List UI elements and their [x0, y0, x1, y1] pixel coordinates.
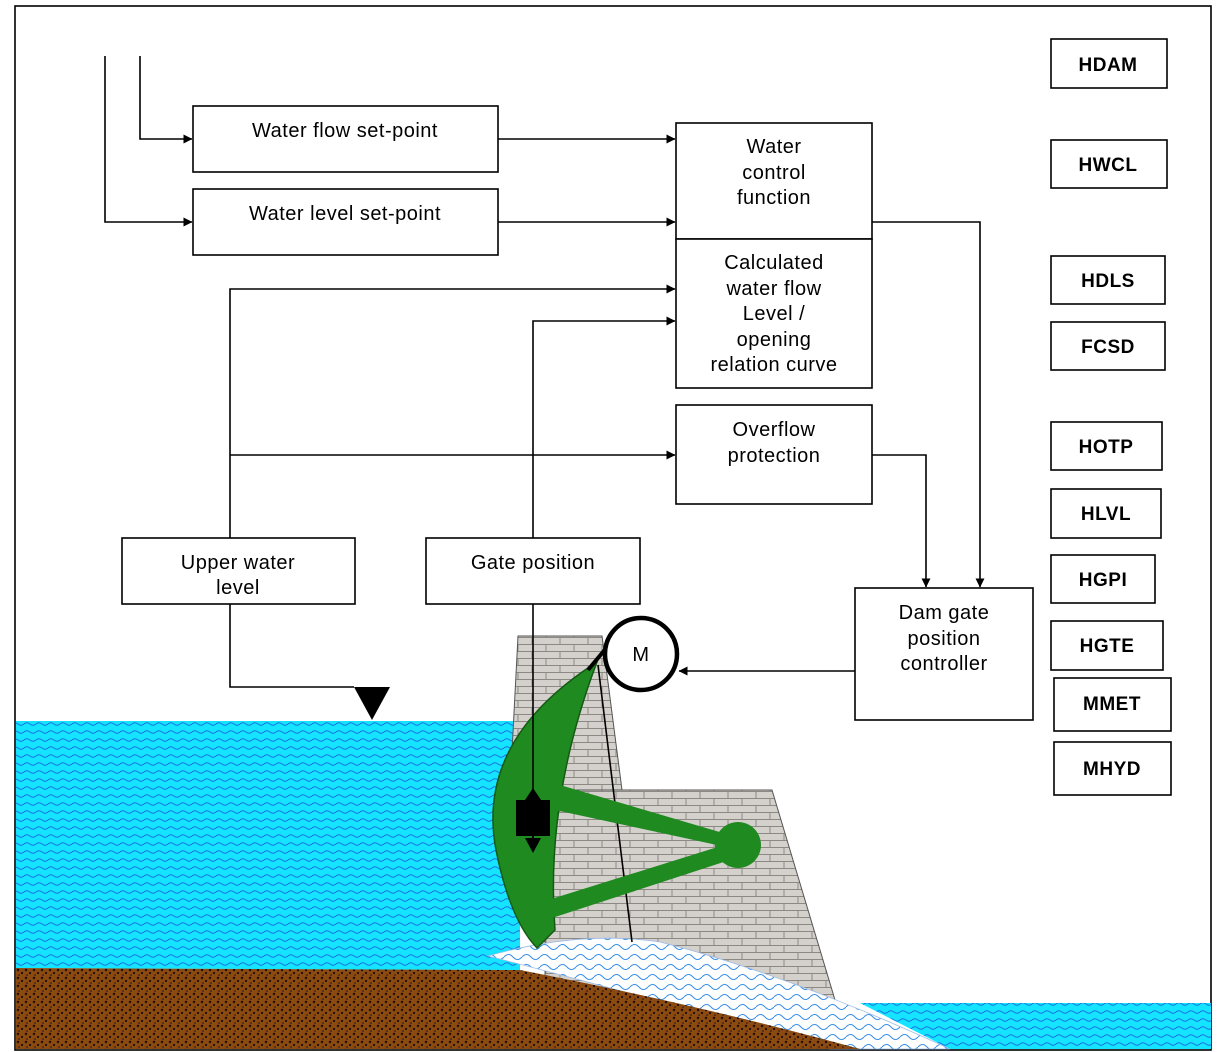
- motor: M: [586, 615, 680, 693]
- block-upper-water-level: Upper water level: [121, 537, 356, 605]
- overflow-protection-line-1: Overflow: [733, 419, 816, 441]
- signal-wires: [104, 56, 985, 688]
- downstream-water: [860, 1003, 1211, 1049]
- water-level-setpoint-label: Water level set-point: [249, 203, 441, 225]
- block-calculated-water-flow: Calculated water flow Level / opening re…: [675, 238, 873, 389]
- water-control-line-2: control: [742, 162, 806, 184]
- water-control-line-3: function: [737, 187, 811, 209]
- code-label-hgpi: HGPI: [1079, 570, 1127, 591]
- water-control-line-1: Water: [746, 136, 801, 158]
- code-label-fcsd: FCSD: [1081, 337, 1135, 358]
- calculated-flow-line-2: water flow: [725, 278, 821, 300]
- gate-position-sensor: [516, 788, 550, 853]
- code-label-mmet: MMET: [1083, 694, 1141, 715]
- code-label-mhyd: MHYD: [1083, 759, 1141, 780]
- overflow-protection-line-2: protection: [728, 445, 821, 467]
- code-label-hgte: HGTE: [1080, 636, 1135, 657]
- motor-label: M: [632, 644, 649, 666]
- gate-position-label: Gate position: [471, 552, 595, 574]
- water-level-marker: [354, 687, 390, 720]
- code-label-hlvl: HLVL: [1081, 504, 1131, 525]
- block-water-flow-setpoint: Water flow set-point: [192, 105, 499, 173]
- code-label-hdam: HDAM: [1079, 55, 1138, 76]
- upstream-water: [16, 721, 520, 970]
- river-bed: [16, 968, 860, 1049]
- water-flow-setpoint-label: Water flow set-point: [252, 120, 438, 142]
- calculated-flow-line-5: relation curve: [710, 354, 837, 376]
- block-water-level-setpoint: Water level set-point: [192, 188, 499, 256]
- upper-water-level-line-1: Upper water: [181, 552, 295, 574]
- code-label-hotp: HOTP: [1079, 437, 1134, 458]
- code-labels: HDAM HWCL HDLS FCSD HOTP HLVL HGPI HGTE …: [1050, 38, 1172, 796]
- code-label-hdls: HDLS: [1081, 271, 1135, 292]
- gate-pivot: [715, 822, 761, 868]
- dam-scene: M: [16, 604, 1211, 1050]
- calculated-flow-line-1: Calculated: [724, 252, 824, 274]
- upper-water-level-line-2: level: [216, 577, 260, 599]
- block-water-control-function: Water control function: [675, 122, 873, 240]
- calculated-flow-line-3: Level /: [743, 303, 805, 325]
- code-label-hwcl: HWCL: [1079, 155, 1138, 176]
- block-overflow-protection: Overflow protection: [675, 404, 873, 505]
- block-dam-gate-position-controller: Dam gate position controller: [854, 587, 1034, 721]
- dam-gate-controller-line-3: controller: [900, 653, 987, 675]
- diagram-frame: [14, 5, 1212, 1051]
- calculated-flow-line-4: opening: [737, 329, 812, 351]
- block-gate-position: Gate position: [425, 537, 641, 605]
- dam-gate-controller-line-2: position: [908, 628, 981, 650]
- dam-gate-controller-line-1: Dam gate: [899, 602, 990, 624]
